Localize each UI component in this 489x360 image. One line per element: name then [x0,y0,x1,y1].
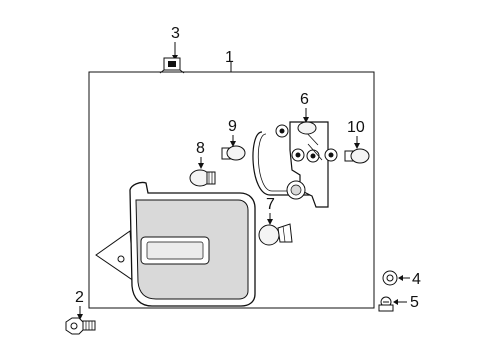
callout-1-label: 1 [225,49,234,66]
callout-5-label: 5 [410,294,419,311]
callout-3-label: 3 [171,25,180,42]
callout-1: 1 [225,49,234,72]
bolt-icon [65,317,96,335]
callout-3: 3 [171,25,180,60]
callout-10-label: 10 [347,119,365,136]
bulb-6-icon [297,121,317,135]
socket-harness [252,121,338,208]
callout-9: 9 [228,118,237,147]
bulb-9-icon [221,145,246,161]
callout-4-label: 4 [412,271,421,288]
bulb-7-icon [258,223,293,246]
callout-7: 7 [266,196,275,225]
callout-4: 4 [398,271,421,288]
callout-5: 5 [393,294,419,311]
screw-icon [378,296,394,312]
callout-2: 2 [75,289,84,320]
callout-6: 6 [300,91,309,123]
tail-lamp-lens [95,181,256,307]
bulb-10-icon [344,148,370,164]
callout-10: 10 [347,119,365,149]
callout-7-label: 7 [266,196,275,213]
callout-9-label: 9 [228,118,237,135]
callout-8: 8 [196,140,205,169]
callout-6-label: 6 [300,91,309,108]
callout-8-label: 8 [196,140,205,157]
grommet-icon [382,270,398,286]
clip-nut-icon [159,57,185,74]
callout-2-label: 2 [75,289,84,306]
bulb-8-icon [189,169,216,187]
